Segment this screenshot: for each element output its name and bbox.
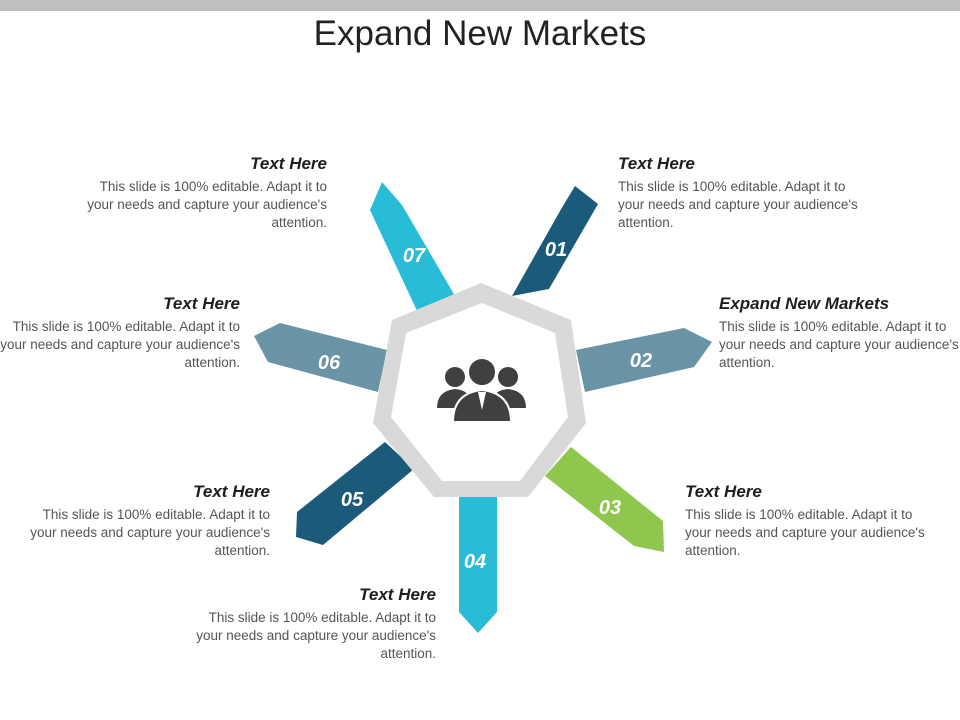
arm-01-number: 01 <box>545 239 567 261</box>
text-block-06-heading: Text Here <box>163 294 240 313</box>
text-block-07-heading: Text Here <box>250 154 327 173</box>
slide-title: Expand New Markets <box>313 14 647 53</box>
text-block-05: Text Here This slide is 100% editable. A… <box>30 482 270 560</box>
arm-02-number: 02 <box>630 350 652 372</box>
arm-04-number: 04 <box>464 551 486 573</box>
arm-04: 04 <box>459 495 497 633</box>
text-block-01-body: This slide is 100% editable. Adapt it to… <box>618 179 858 230</box>
arm-01: 01 <box>512 186 598 296</box>
people-group-icon <box>437 357 526 423</box>
text-block-07: Text Here This slide is 100% editable. A… <box>87 154 327 232</box>
arm-02: 02 <box>576 328 712 392</box>
text-block-06: Text Here This slide is 100% editable. A… <box>0 294 240 372</box>
arm-06-number: 06 <box>318 352 341 374</box>
text-block-03-body: This slide is 100% editable. Adapt it to… <box>685 507 925 558</box>
arm-07: 07 <box>370 182 455 313</box>
arm-03: 03 <box>545 447 664 552</box>
text-block-03-heading: Text Here <box>685 482 762 501</box>
arm-06: 06 <box>254 323 387 392</box>
text-block-07-body: This slide is 100% editable. Adapt it to… <box>87 179 327 230</box>
text-block-02-heading: Expand New Markets <box>719 294 890 313</box>
text-block-03: Text Here This slide is 100% editable. A… <box>685 482 925 560</box>
arm-05-number: 05 <box>341 489 364 511</box>
text-block-05-body: This slide is 100% editable. Adapt it to… <box>30 507 270 558</box>
text-block-02: Expand New Markets This slide is 100% ed… <box>719 294 959 372</box>
text-block-01: Text Here This slide is 100% editable. A… <box>618 154 858 232</box>
text-block-01-heading: Text Here <box>618 154 695 173</box>
arm-03-number: 03 <box>599 497 621 519</box>
text-block-04-heading: Text Here <box>359 585 436 604</box>
text-block-06-body: This slide is 100% editable. Adapt it to… <box>0 319 240 370</box>
text-block-04: Text Here This slide is 100% editable. A… <box>196 585 436 663</box>
text-block-02-body: This slide is 100% editable. Adapt it to… <box>719 319 959 370</box>
arm-07-number: 07 <box>403 245 426 267</box>
arm-05: 05 <box>296 442 414 545</box>
text-block-05-heading: Text Here <box>193 482 270 501</box>
top-bar <box>0 0 960 11</box>
text-block-04-body: This slide is 100% editable. Adapt it to… <box>196 610 436 661</box>
